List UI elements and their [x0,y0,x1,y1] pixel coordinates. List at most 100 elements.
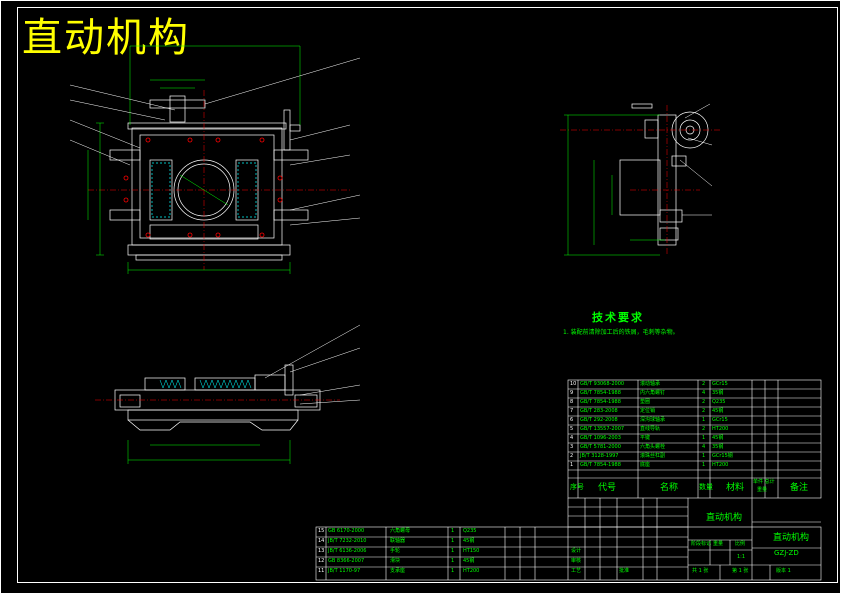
bom-code: GB/T 7854-1988 [580,390,621,396]
side-view-dims [564,114,665,256]
sheet-total: 共 1 张 [692,568,709,574]
bom-material: Q235 [712,399,726,405]
bom-name: 直线导轨 [640,426,661,432]
approve-label: 批准 [619,568,630,574]
top-view [114,364,321,431]
bom-material: 35钢 [712,390,724,396]
title-block-grid [315,498,822,581]
bom-seq: 8 [570,399,574,405]
bom-code: JB/T 7232-2010 [328,538,367,544]
bom-name: 深沟球轴承 [640,417,666,423]
bom-name: 六角螺母 [390,528,411,534]
bom-code: GB/T 13557-2007 [580,426,625,432]
bom-qty: 4 [702,444,706,450]
drawing-number: GZJ-ZD [774,549,799,557]
stage-label: 阶段标记 [691,541,712,547]
bom-material: HT150 [463,548,480,554]
bom-code: GB/T 1096-2003 [580,435,621,441]
scale-label: 比例 [735,541,746,547]
side-view-leaders [679,103,713,216]
front-view-centerlines [88,90,350,270]
bom-name: 六角头螺栓 [640,444,666,450]
bom-name: 滚珠丝杠副 [640,453,666,459]
scale-value: 1:1 [737,554,746,560]
bom-material: GCr15 [712,381,728,387]
bom-header-weight: 重量 [757,487,768,493]
bom-material: 45钢 [712,408,724,414]
bom-qty: 2 [702,426,706,432]
bom-qty: 1 [451,568,455,574]
bom-header-code: 代号 [598,483,617,493]
bom-name: 垫圈 [640,399,651,405]
tech-requirements-title: 技术要求 [592,311,644,324]
bom-qty: 4 [702,390,706,396]
bom-name: 手轮 [390,548,401,554]
bom-qty: 1 [451,528,455,534]
tech-requirements-note: 1. 装配前清除加工后的铁屑，毛刺等杂物。 [563,329,679,336]
sheet-number: 第 1 张 [732,568,749,574]
version: 版本 1 [776,568,791,574]
bom-name: 联轴器 [390,538,406,544]
bom-code: GB/T 292-2008 [580,417,618,423]
bom-seq: 10 [570,381,577,387]
bom-seq: 14 [318,538,325,544]
drawing-name: 直动机构 [773,533,810,543]
bom-material: HT200 [463,568,480,574]
bom-qty: 1 [702,435,706,441]
inner-frame [17,7,838,583]
bom-name: 支承座 [390,568,406,574]
bom-seq: 6 [570,417,574,423]
bom-name: 底座 [640,462,651,468]
bom-header-remark: 备注 [790,483,809,493]
front-view-holes [123,137,283,238]
bom-material: Q235 [463,528,477,534]
bom-seq: 5 [570,426,574,432]
bom-seq: 3 [570,444,574,450]
top-view-springs [159,379,252,389]
weight-label: 重量 [713,541,724,547]
bom-header-material: 材料 [726,483,745,493]
bom-code: GB/T 5781-2000 [580,444,621,450]
bom-name: 平键 [640,435,651,441]
bom-qty: 1 [702,417,706,423]
bom-code: JB/T 1170-97 [328,568,361,574]
bom-material: 35钢 [712,444,724,450]
top-view-dims [127,440,291,464]
bom-seq: 15 [318,528,325,534]
bom-seq: 4 [570,435,574,441]
bom-header-qty: 数量 [699,483,713,491]
side-view [619,103,709,246]
bom-code: GB/T 93068-2000 [580,381,625,387]
bom-material: HT200 [712,426,729,432]
bom-seq: 1 [570,462,574,468]
bom-name: 定位销 [640,408,656,414]
bom-qty: 1 [702,453,706,459]
drawing-name-small: 直动机构 [706,513,743,523]
bom-material: 45钢 [712,435,724,441]
bom-qty: 2 [702,399,706,405]
bom-material: GCr15钢 [712,453,733,459]
bom-code: GB 8366-2007 [328,558,365,564]
bom-qty: 2 [702,408,706,414]
top-view-leaders [264,324,361,405]
front-view-leaders [69,57,361,226]
bom-name: 滚动轴承 [640,381,661,387]
bom-code: GB/T 7854-1988 [580,399,621,405]
bom-qty: 1 [451,548,455,554]
bom-material: HT200 [712,462,729,468]
bom-code: GB/T 283-2008 [580,408,618,414]
bom-seq: 2 [570,453,574,459]
bom-header-name: 名称 [660,483,679,493]
bom-qty: 1 [451,558,455,564]
bom-seq: 12 [318,558,325,564]
front-view-dims [87,45,301,274]
bom-name: 内六角螺钉 [640,390,666,396]
bom-table-grid [567,379,822,499]
check-label: 审核 [571,558,582,564]
bom-qty: 2 [702,381,706,387]
bom-code: GB 6170-2000 [328,528,365,534]
bom-header-unit-total: 单件 总计 [753,479,775,485]
bom-material: 45钢 [463,558,475,564]
craft-label: 工艺 [571,568,582,574]
